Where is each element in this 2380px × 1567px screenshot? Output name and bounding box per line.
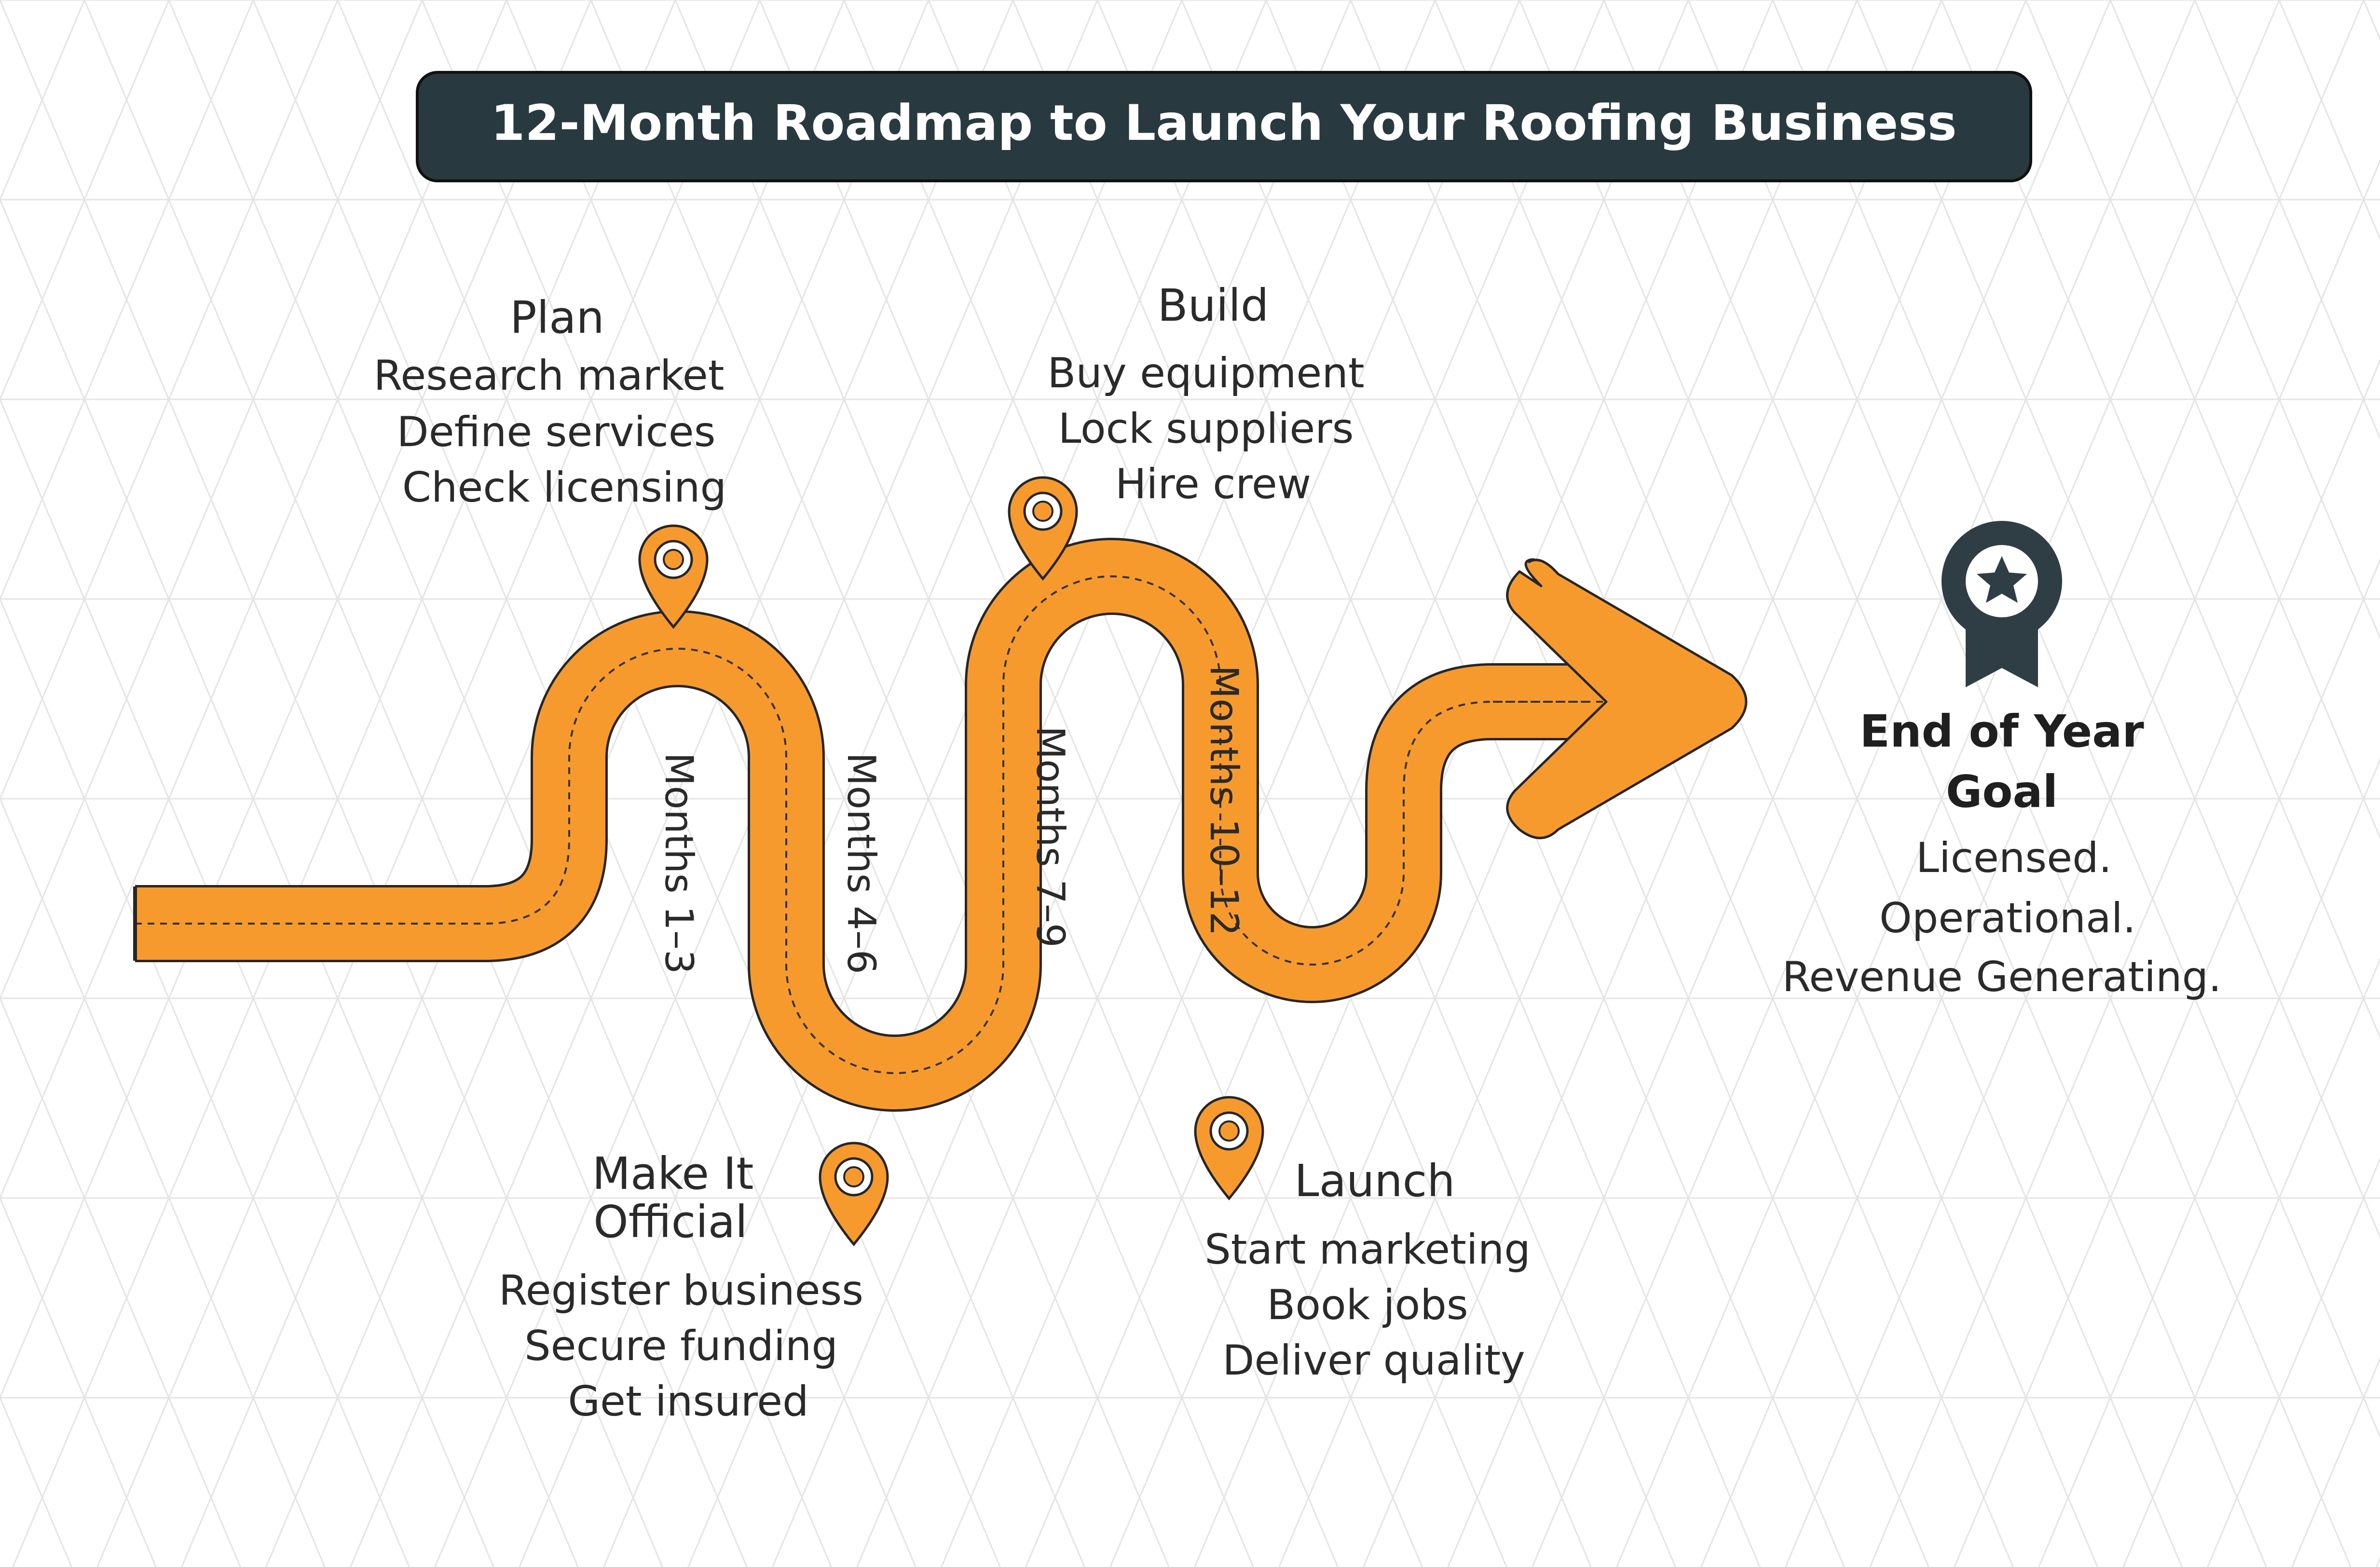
goal-heading-line-1: End of Year xyxy=(1860,706,2144,757)
stage-item: Book jobs xyxy=(1267,1281,1468,1329)
page-title: 12-Month Roadmap to Launch Your Roofing … xyxy=(491,95,1956,152)
goal-item: Licensed. xyxy=(1916,834,2112,882)
stage-heading: Launch xyxy=(1294,1155,1455,1207)
stage-item: Secure funding xyxy=(524,1322,838,1370)
goal-heading-line-2: Goal xyxy=(1946,766,2058,818)
road-path xyxy=(133,538,1748,1112)
stage-item: Get insured xyxy=(568,1377,808,1426)
stage-heading-line-1: Make It xyxy=(592,1148,754,1199)
location-pin-icon xyxy=(1194,1096,1264,1200)
stage-make-it-official: Make It Official Register business Secur… xyxy=(499,1148,863,1426)
stage-item: Start marketing xyxy=(1204,1226,1531,1274)
stage-heading: Plan xyxy=(510,292,604,343)
stage-plan: Plan Research market Define services Che… xyxy=(373,292,726,512)
goal-item: Revenue Generating. xyxy=(1782,953,2222,1001)
period-label-3: Months 7–9 xyxy=(1028,726,1073,948)
period-label-4: Months 10–12 xyxy=(1202,665,1246,936)
stage-item: Check licensing xyxy=(402,463,726,512)
end-of-year-goal: End of Year Goal Licensed. Operational. … xyxy=(1782,706,2222,1001)
location-pin-icon xyxy=(638,524,709,629)
goal-item: Operational. xyxy=(1879,894,2136,942)
stage-item: Define services xyxy=(397,408,716,456)
road-body xyxy=(135,540,1606,1109)
title-banner: 12-Month Roadmap to Launch Your Roofing … xyxy=(416,71,2032,182)
stage-launch: Launch Start marketing Book jobs Deliver… xyxy=(1204,1155,1531,1385)
location-pin-icon xyxy=(1008,476,1078,581)
stage-heading-line-2: Official xyxy=(593,1196,747,1248)
stage-item: Hire crew xyxy=(1115,460,1311,508)
location-pin-icon xyxy=(819,1142,889,1246)
title-banner-bg xyxy=(416,71,2032,182)
period-label-2: Months 4–6 xyxy=(839,752,884,974)
award-badge-icon xyxy=(1942,521,2062,687)
stage-heading: Build xyxy=(1158,280,1269,331)
stage-item: Buy equipment xyxy=(1047,349,1364,397)
stage-item: Lock suppliers xyxy=(1058,405,1354,453)
stage-item: Register business xyxy=(499,1267,863,1315)
road-arrow-head xyxy=(1506,558,1748,839)
stage-build: Build Buy equipment Lock suppliers Hire … xyxy=(1047,280,1364,508)
stage-item: Research market xyxy=(373,352,724,400)
stage-item: Deliver quality xyxy=(1222,1336,1525,1385)
road-start-cap xyxy=(133,886,137,961)
period-label-1: Months 1–3 xyxy=(657,752,701,974)
